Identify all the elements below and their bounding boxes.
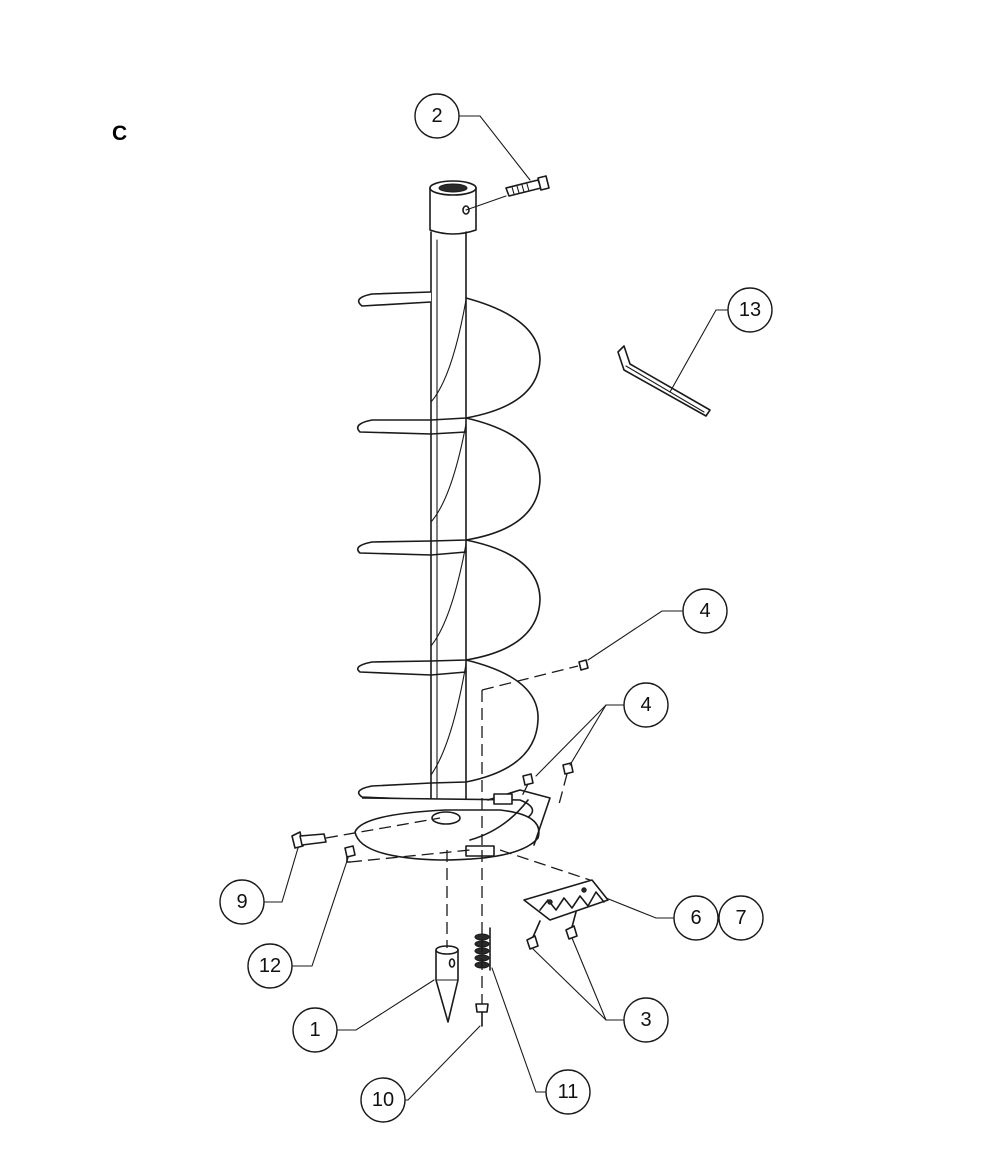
callout-4-upper: 4	[682, 588, 728, 634]
callout-11: 11	[545, 1069, 591, 1115]
svg-text:7: 7	[735, 907, 746, 929]
callout-4-lower: 4	[623, 682, 669, 728]
callout-10: 10	[360, 1077, 406, 1123]
callout-12: 12	[247, 943, 293, 989]
hex-key	[617, 345, 711, 417]
svg-text:9: 9	[236, 891, 247, 913]
bolt-9	[291, 831, 327, 849]
svg-text:4: 4	[640, 694, 651, 716]
callout-3: 3	[623, 997, 669, 1043]
callout-9: 9	[219, 879, 265, 925]
cutter-head	[354, 789, 551, 861]
svg-text:13: 13	[739, 299, 761, 321]
nuts	[344, 659, 589, 858]
callout-1: 1	[292, 1007, 338, 1053]
svg-text:2: 2	[431, 105, 442, 127]
page-letter: C	[112, 122, 128, 145]
svg-text:11: 11	[558, 1081, 579, 1103]
svg-text:4: 4	[699, 600, 710, 622]
svg-text:3: 3	[640, 1009, 651, 1031]
callout-6: 6	[673, 895, 719, 941]
assembly-lines	[325, 665, 591, 1004]
auger-shaft	[429, 180, 477, 811]
leader-lines	[263, 115, 741, 1101]
callout-7: 7	[718, 895, 764, 941]
callout-13: 13	[727, 287, 773, 333]
svg-text:10: 10	[372, 1089, 394, 1111]
callout-2: 2	[414, 93, 460, 139]
bolt-top	[505, 175, 550, 197]
svg-text:1: 1	[309, 1019, 320, 1041]
svg-text:6: 6	[690, 907, 701, 929]
svg-text:12: 12	[259, 955, 281, 977]
pilot-point	[435, 945, 459, 1023]
bolt-10	[475, 1003, 489, 1027]
auger-flighting	[356, 291, 541, 801]
cutter-teeth	[523, 879, 609, 921]
cutter-bolts	[526, 911, 578, 950]
